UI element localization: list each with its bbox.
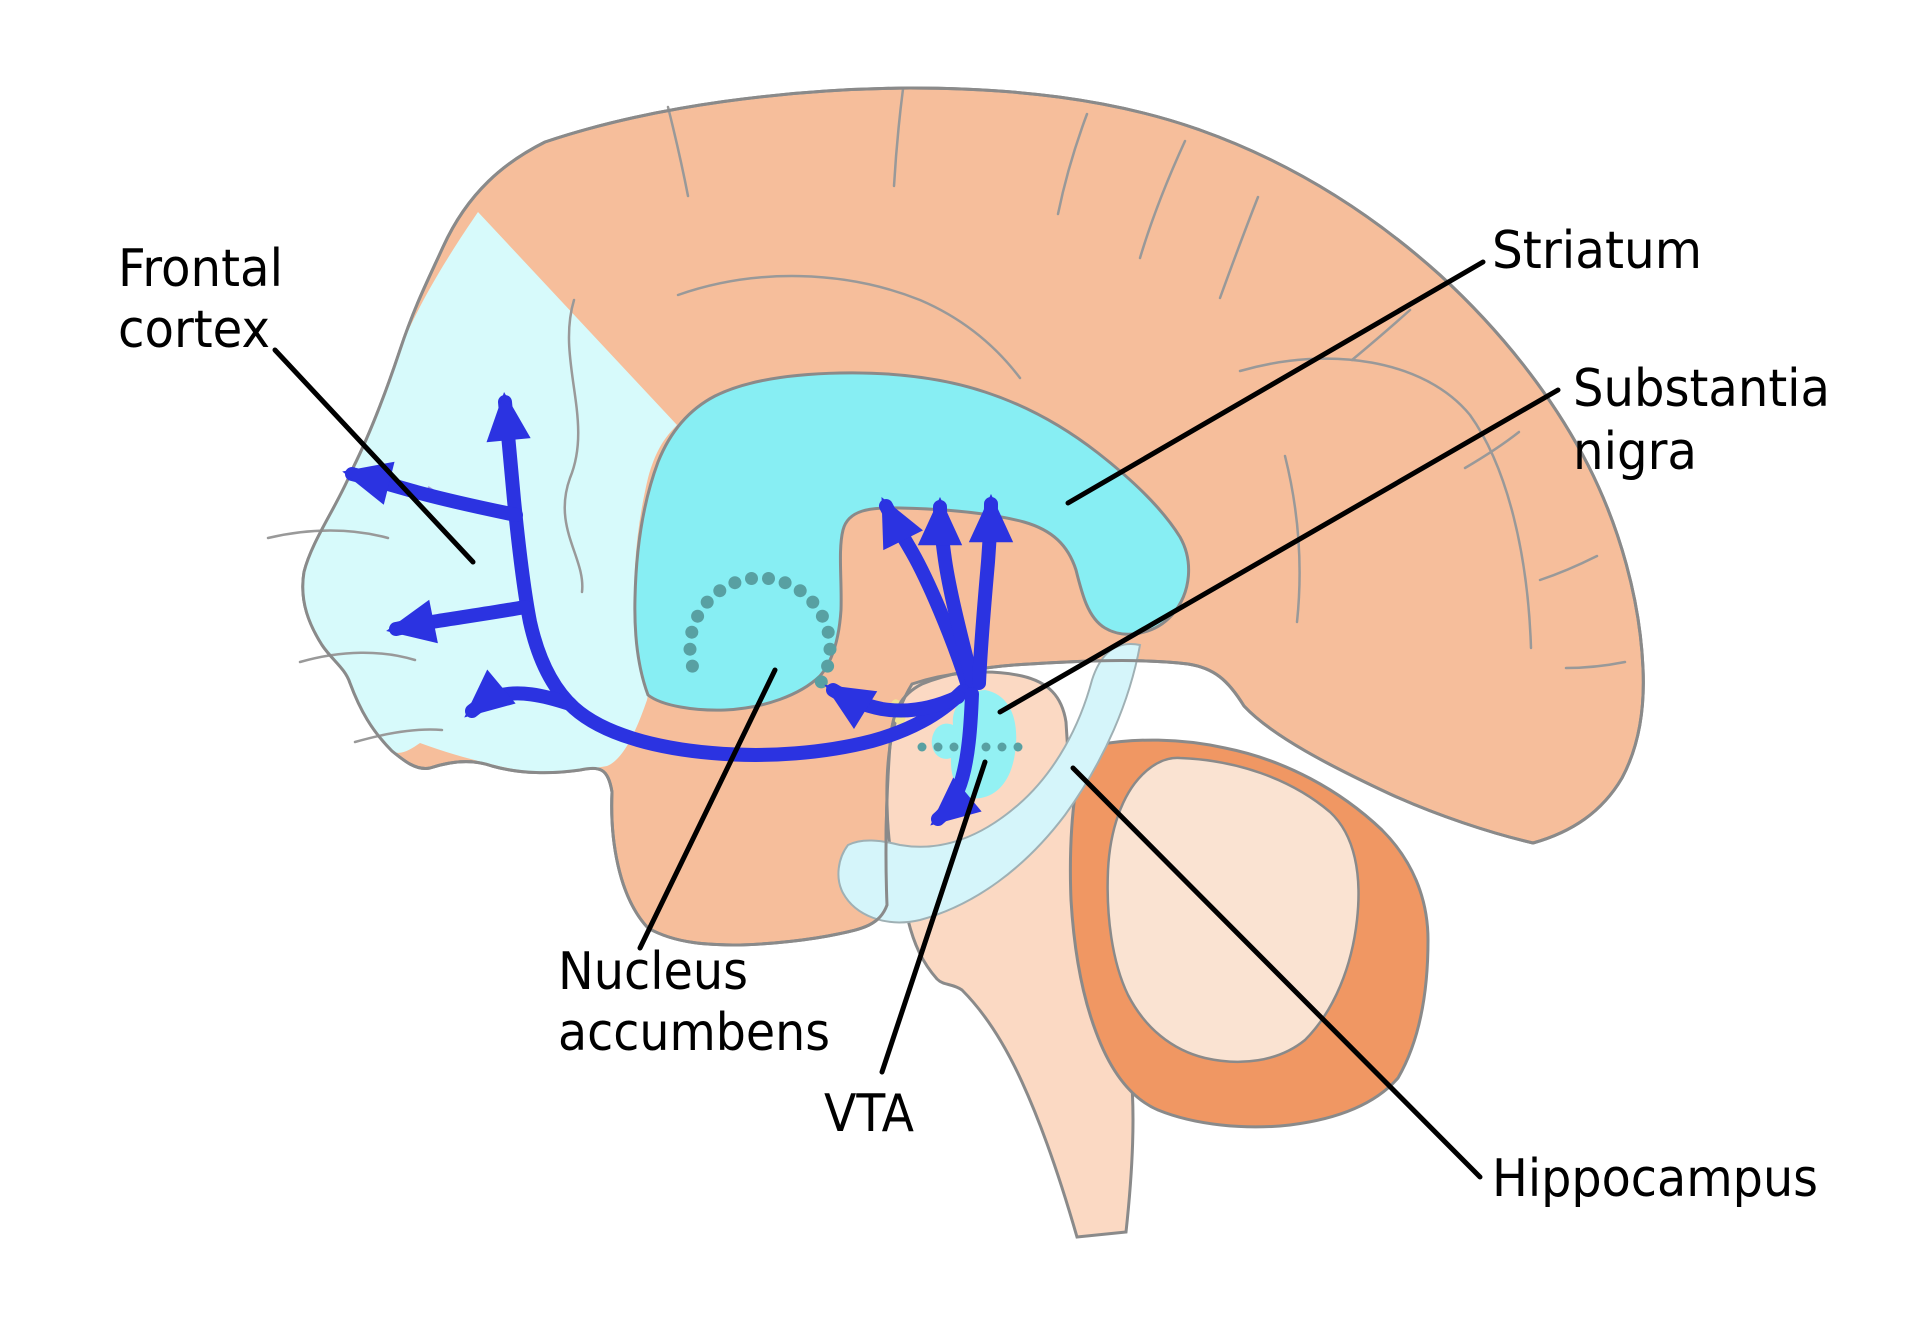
gyrus-line xyxy=(1056,112,1089,216)
gyrus-line xyxy=(1538,554,1599,582)
gyrus-line xyxy=(892,87,905,188)
dopamine-pathways xyxy=(342,391,1014,826)
frontal-branch-arrow-upper-left xyxy=(342,461,523,522)
striatum-label: Striatum xyxy=(1492,221,1702,281)
nucleus-accumbens-label-line1: Nucleus xyxy=(558,942,748,1002)
nucleus-accumbens-label-line2: accumbens xyxy=(558,1003,830,1063)
striatum-pointer xyxy=(1065,259,1486,506)
vta-label: VTA xyxy=(824,1084,914,1144)
hippocampus-band xyxy=(837,643,1142,924)
gyrus-line xyxy=(353,728,444,744)
gyrus-line xyxy=(1218,195,1260,300)
substantia-nigra-label-line2: nigra xyxy=(1573,422,1697,482)
gyrus-line xyxy=(1564,660,1627,670)
gyrus-line xyxy=(666,105,690,198)
mesolimbic-accumbens-arrow xyxy=(824,683,965,729)
gyrus-line xyxy=(676,274,1022,380)
gyrus-line xyxy=(1138,139,1187,260)
nucleus-accumbens-pointer xyxy=(637,667,778,951)
gyrus-line xyxy=(298,651,417,664)
vta-pointer xyxy=(879,759,988,1075)
frontal-cortex-label-line2: cortex xyxy=(118,300,270,360)
cerebellum-inner-region xyxy=(1106,756,1360,1063)
nigrostriatal-arrow-left xyxy=(879,496,975,693)
gyrus-line xyxy=(1350,308,1412,362)
descending-vta-arrow xyxy=(930,687,982,826)
nigrostriatal-arrow-middle xyxy=(917,496,980,691)
gyrus-line xyxy=(1238,357,1533,650)
mesocortical-trunk-arrow xyxy=(486,391,970,762)
frontal-branch-arrow-lower-left xyxy=(464,669,577,718)
hippocampus-pointer xyxy=(1070,765,1483,1180)
label-pointer-lines xyxy=(272,259,1561,1180)
frontal-branch-arrow-mid-left xyxy=(386,599,532,644)
substantia-nigra-label-line1: Substantia xyxy=(1573,359,1830,419)
nigrostriatal-arrow-right xyxy=(968,493,1014,690)
nucleus-accumbens-dotted-circle xyxy=(683,572,837,689)
labels: Frontal cortex Striatum Substantia nigra… xyxy=(118,221,1830,1209)
frontal-cortex-label-line1: Frontal xyxy=(118,239,283,299)
hippocampus-label: Hippocampus xyxy=(1492,1149,1818,1209)
cerebrum-outline xyxy=(301,86,1645,947)
substantia-nigra-pointer xyxy=(997,387,1561,715)
gyrus-line xyxy=(266,529,390,540)
frontal-cortex-pointer xyxy=(272,347,476,565)
gyrus-line xyxy=(1463,430,1521,470)
gyrus-line xyxy=(563,298,584,594)
